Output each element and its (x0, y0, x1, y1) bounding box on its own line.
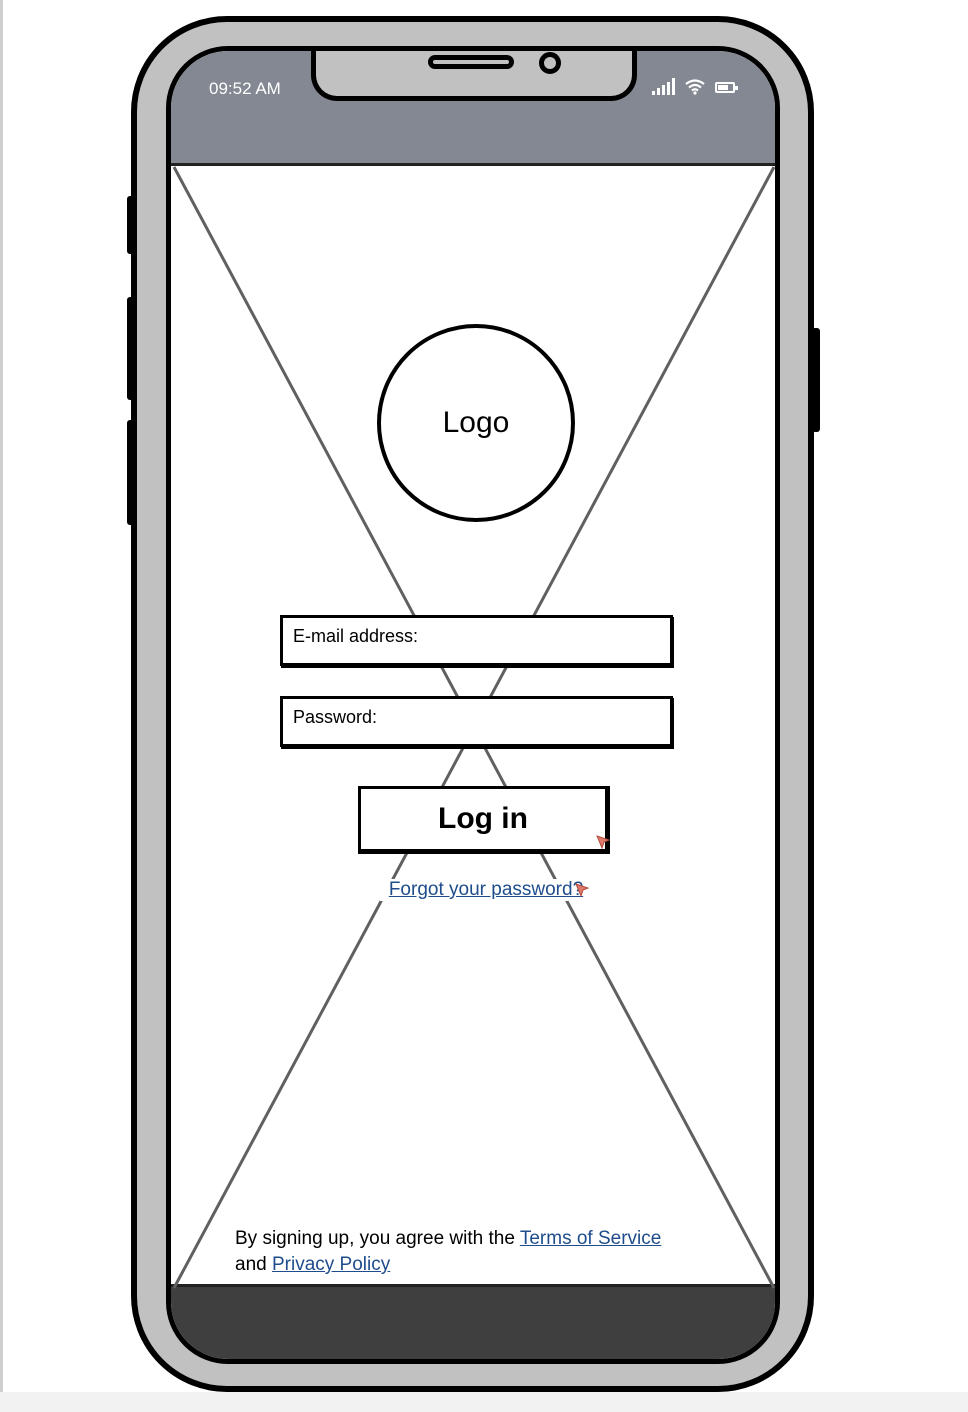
cursor-icon (575, 883, 590, 898)
phone-screen: 09:52 AM (166, 46, 780, 1364)
legal-middle: and (235, 1254, 272, 1275)
camera-icon (539, 52, 561, 74)
battery-icon (715, 82, 738, 93)
wifi-icon (685, 79, 705, 95)
notch (311, 51, 637, 101)
cursor-icon (596, 835, 611, 850)
email-field[interactable]: E-mail address: (280, 615, 673, 666)
password-field[interactable]: Password: (280, 696, 673, 747)
forgot-password-link[interactable]: Forgot your password? (380, 879, 592, 901)
privacy-link[interactable]: Privacy Policy (271, 1254, 391, 1275)
home-bar-area (171, 1284, 775, 1359)
password-label: Password: (293, 707, 378, 727)
logo: Logo (377, 324, 575, 522)
email-label: E-mail address: (293, 626, 419, 646)
status-time: 09:52 AM (209, 79, 281, 98)
terms-link[interactable]: Terms of Service (519, 1228, 662, 1249)
legal-text: By signing up, you agree with the Terms … (235, 1226, 715, 1278)
logo-label: Logo (442, 406, 510, 439)
signal-icon (652, 77, 675, 95)
power-button (812, 328, 820, 432)
login-button-label: Log in (438, 802, 528, 835)
canvas-bottom (0, 1392, 968, 1412)
legal-prefix: By signing up, you agree with the (235, 1228, 520, 1249)
login-button[interactable]: Log in (358, 786, 610, 854)
status-icons (652, 77, 738, 95)
speaker-icon (428, 55, 514, 69)
canvas-edge (0, 0, 3, 1412)
